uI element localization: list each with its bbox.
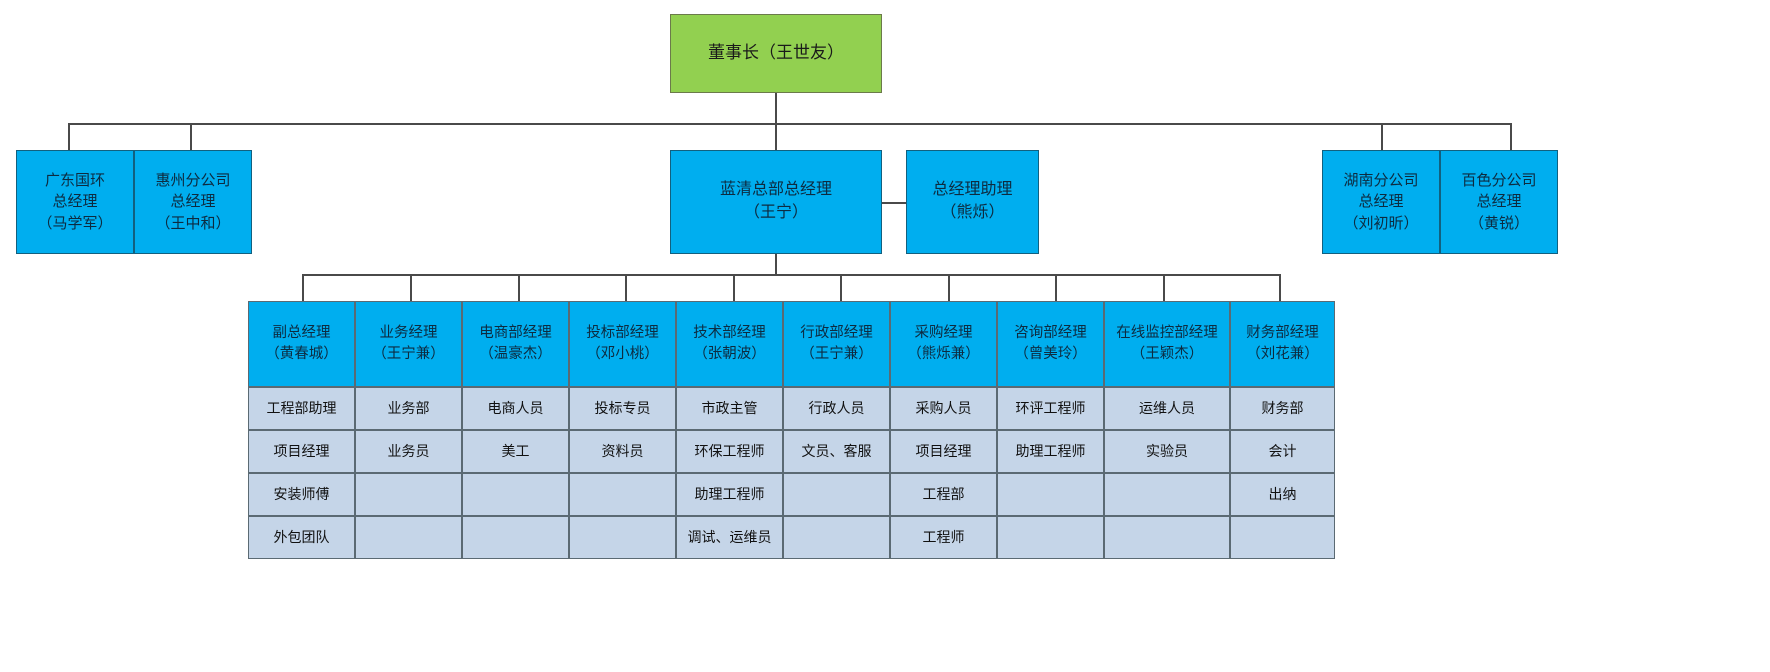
dept-header-8[interactable]: 在线监控部经理 （王颖杰） (1104, 301, 1230, 387)
dept-cell-r1-c5[interactable]: 文员、客服 (783, 430, 890, 473)
dept-cell-r2-c2[interactable] (462, 473, 569, 516)
connector-dept-bus (302, 274, 1279, 276)
dept-cell-r1-c9[interactable]: 会计 (1230, 430, 1335, 473)
dept-cell-r2-c8[interactable] (1104, 473, 1230, 516)
dept-cell-r0-c8[interactable]: 运维人员 (1104, 387, 1230, 430)
dept-header-4[interactable]: 技术部经理 （张朝波） (676, 301, 783, 387)
dept-cell-r1-c0[interactable]: 项目经理 (248, 430, 355, 473)
dept-cell-r2-c5[interactable] (783, 473, 890, 516)
connector-drop-dept-5 (840, 274, 842, 301)
dept-cell-r2-c7[interactable] (997, 473, 1104, 516)
connector-drop-guangdong (68, 123, 70, 150)
connector-drop-dept-8 (1163, 274, 1165, 301)
connector-drop-baise (1510, 123, 1512, 150)
dept-cell-r0-c4[interactable]: 市政主管 (676, 387, 783, 430)
node-gm-assistant[interactable]: 总经理助理 （熊烁） (906, 150, 1039, 254)
dept-cell-r0-c9[interactable]: 财务部 (1230, 387, 1335, 430)
node-branch-guangdong[interactable]: 广东国环 总经理 （马学军） (16, 150, 134, 254)
dept-header-9[interactable]: 财务部经理 （刘花兼） (1230, 301, 1335, 387)
connector-drop-dept-7 (1055, 274, 1057, 301)
connector-drop-dept-0 (302, 274, 304, 301)
node-headquarters-gm[interactable]: 蓝清总部总经理 （王宁） (670, 150, 882, 254)
connector-chairman-stem (775, 93, 777, 124)
connector-drop-dept-4 (733, 274, 735, 301)
dept-header-1[interactable]: 业务经理 （王宁兼） (355, 301, 462, 387)
dept-cell-r3-c4[interactable]: 调试、运维员 (676, 516, 783, 559)
connector-drop-dept-9 (1279, 274, 1281, 301)
dept-header-0[interactable]: 副总经理 （黄春城） (248, 301, 355, 387)
dept-cell-r0-c1[interactable]: 业务部 (355, 387, 462, 430)
dept-cell-r1-c3[interactable]: 资料员 (569, 430, 676, 473)
dept-header-5[interactable]: 行政部经理 （王宁兼） (783, 301, 890, 387)
connector-level2-bus (68, 123, 1510, 125)
dept-cell-r2-c1[interactable] (355, 473, 462, 516)
dept-cell-r3-c7[interactable] (997, 516, 1104, 559)
dept-cell-r3-c2[interactable] (462, 516, 569, 559)
connector-drop-huizhou (190, 123, 192, 150)
dept-cell-r3-c3[interactable] (569, 516, 676, 559)
dept-cell-r0-c6[interactable]: 采购人员 (890, 387, 997, 430)
connector-drop-hunan (1381, 123, 1383, 150)
connector-drop-dept-6 (948, 274, 950, 301)
dept-cell-r1-c7[interactable]: 助理工程师 (997, 430, 1104, 473)
connector-drop-dept-2 (518, 274, 520, 301)
dept-cell-r0-c2[interactable]: 电商人员 (462, 387, 569, 430)
dept-cell-r3-c0[interactable]: 外包团队 (248, 516, 355, 559)
dept-cell-r3-c8[interactable] (1104, 516, 1230, 559)
dept-cell-r1-c2[interactable]: 美工 (462, 430, 569, 473)
dept-header-7[interactable]: 咨询部经理 （曾美玲） (997, 301, 1104, 387)
connector-drop-dept-1 (410, 274, 412, 301)
dept-cell-r2-c0[interactable]: 安装师傅 (248, 473, 355, 516)
dept-cell-r0-c0[interactable]: 工程部助理 (248, 387, 355, 430)
dept-cell-r1-c8[interactable]: 实验员 (1104, 430, 1230, 473)
dept-cell-r2-c3[interactable] (569, 473, 676, 516)
dept-cell-r3-c1[interactable] (355, 516, 462, 559)
dept-cell-r0-c7[interactable]: 环评工程师 (997, 387, 1104, 430)
node-branch-baise[interactable]: 百色分公司 总经理 （黄锐） (1440, 150, 1558, 254)
dept-cell-r2-c9[interactable]: 出纳 (1230, 473, 1335, 516)
connector-drop-headquarters (775, 123, 777, 150)
connector-hq-stem (775, 254, 777, 275)
dept-header-3[interactable]: 投标部经理 （邓小桃） (569, 301, 676, 387)
department-grid: 副总经理 （黄春城）工程部助理项目经理安装师傅外包团队业务经理 （王宁兼）业务部… (248, 301, 1335, 559)
node-chairman[interactable]: 董事长（王世友） (670, 14, 882, 93)
dept-cell-r2-c6[interactable]: 工程部 (890, 473, 997, 516)
connector-drop-dept-3 (625, 274, 627, 301)
dept-header-6[interactable]: 采购经理 （熊烁兼） (890, 301, 997, 387)
dept-cell-r2-c4[interactable]: 助理工程师 (676, 473, 783, 516)
dept-cell-r3-c9[interactable] (1230, 516, 1335, 559)
dept-cell-r1-c1[interactable]: 业务员 (355, 430, 462, 473)
node-branch-huizhou[interactable]: 惠州分公司 总经理 （王中和） (134, 150, 252, 254)
connector-gm-assistant (882, 202, 906, 204)
node-branch-hunan[interactable]: 湖南分公司 总经理 （刘初昕） (1322, 150, 1440, 254)
dept-cell-r3-c6[interactable]: 工程师 (890, 516, 997, 559)
dept-cell-r0-c5[interactable]: 行政人员 (783, 387, 890, 430)
dept-cell-r1-c4[interactable]: 环保工程师 (676, 430, 783, 473)
dept-cell-r1-c6[interactable]: 项目经理 (890, 430, 997, 473)
dept-cell-r3-c5[interactable] (783, 516, 890, 559)
dept-cell-r0-c3[interactable]: 投标专员 (569, 387, 676, 430)
dept-header-2[interactable]: 电商部经理 （温豪杰） (462, 301, 569, 387)
